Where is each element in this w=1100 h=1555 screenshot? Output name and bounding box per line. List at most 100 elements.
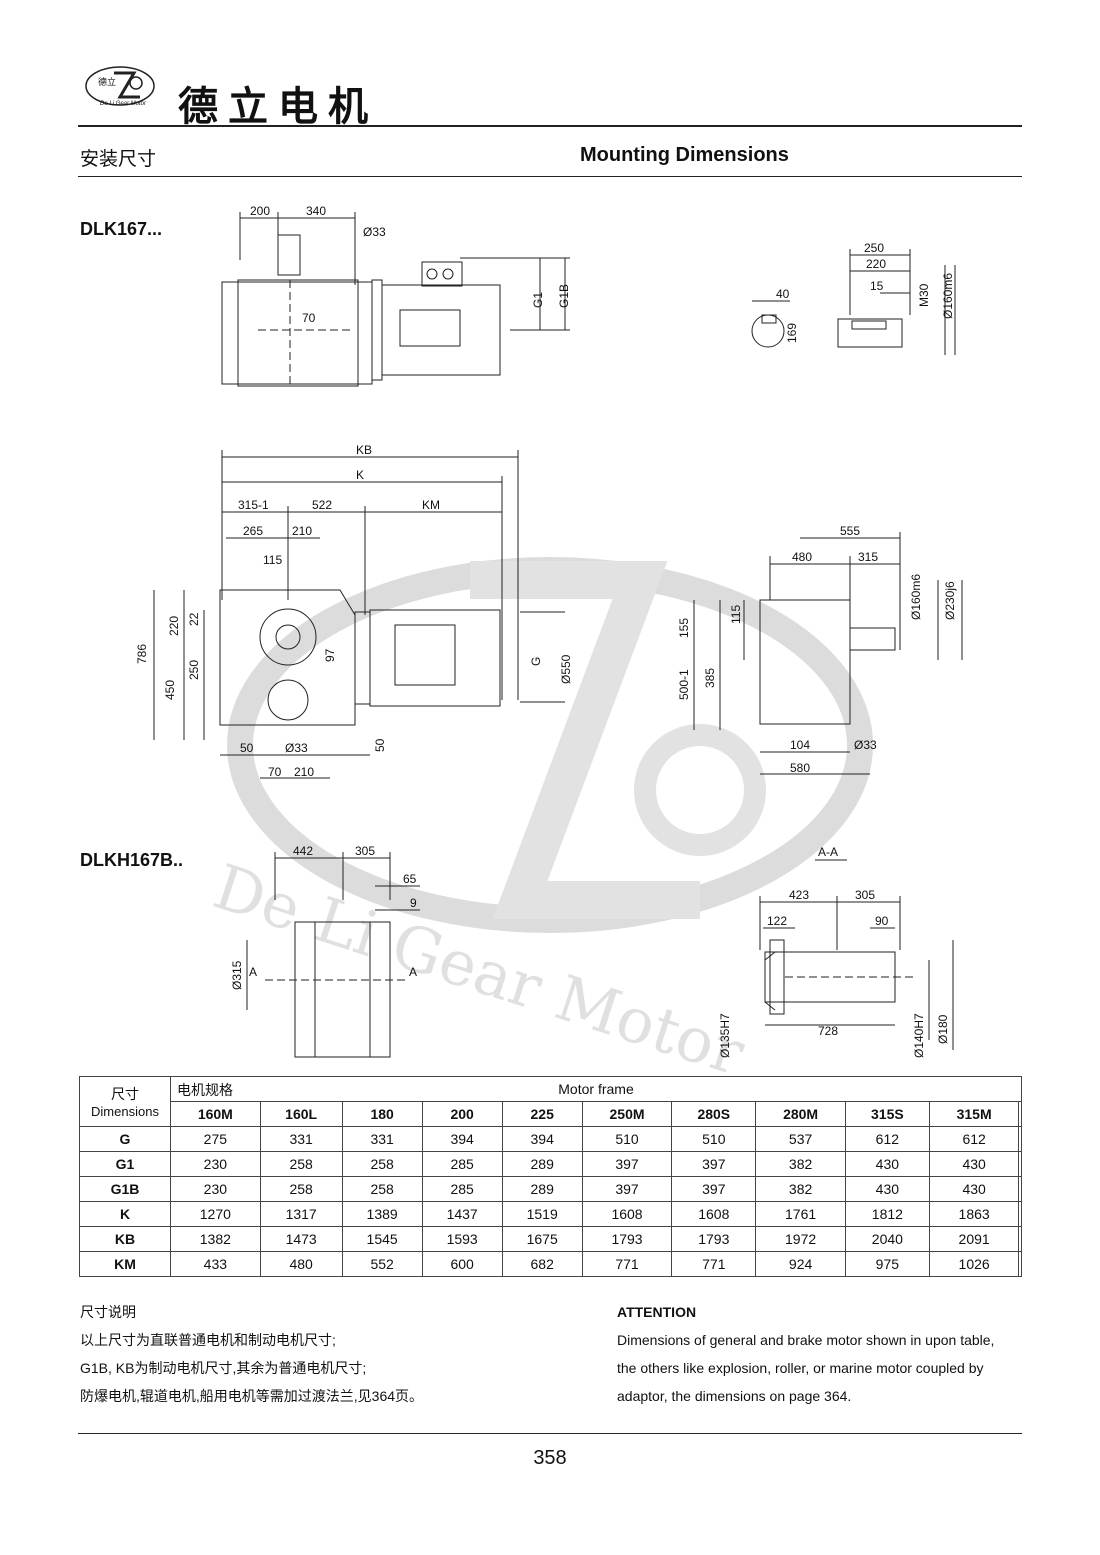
dim-label: 70 [302,311,316,325]
table-column-header: 160L [259,1101,343,1127]
table-cell: 394 [421,1126,503,1152]
table-cell: 552 [341,1251,423,1277]
logo-chars: 德立 [98,76,116,87]
table-cell: 2040 [844,1226,930,1252]
drawing-shaft-detail: 250 220 15 40 169 M30 Ø160m6 [740,235,975,365]
group-label-en: Motor frame [558,1081,634,1097]
dim-label: M30 [917,283,931,307]
dim-label: 90 [875,914,889,928]
table-cell: 258 [259,1176,343,1202]
table-cell: 397 [671,1151,757,1177]
dim-label: 115 [729,605,743,624]
dim-label: 169 [785,323,799,343]
section-title-en: Mounting Dimensions [580,144,789,166]
dim-label: 15 [870,279,884,293]
table-cell: 510 [671,1126,757,1152]
dim-label: G1B [557,284,571,308]
table-cell: 230 [170,1151,261,1177]
dim-label: 305 [355,844,375,858]
notes-cn-line: 以上尺寸为直联普通电机和制动电机尺寸; [80,1332,336,1348]
table-cell: 1545 [341,1226,423,1252]
dim-label: 9 [410,896,417,910]
table-cell: 397 [671,1176,757,1202]
notes-en-line: adaptor, the dimensions on page 364. [617,1388,852,1404]
table-cell: 258 [259,1151,343,1177]
table-cell: 1793 [581,1226,673,1252]
model-label-top: DLK167... [80,219,163,239]
notes-en: ATTENTION Dimensions of general and brak… [617,1298,1027,1410]
table-row-header: G1B [79,1176,171,1202]
table-cell: 771 [671,1251,757,1277]
notes-cn-line: 防爆电机,辊道电机,船用电机等需加过渡法兰,见364页。 [80,1388,424,1404]
dim-label: Ø33 [854,738,877,752]
dim-label: 522 [312,498,332,512]
notes-en-line: the others like explosion, roller, or ma… [617,1360,984,1376]
table-cell: 430 [928,1151,1020,1177]
table-cell: 1473 [259,1226,343,1252]
table-cell: 1675 [501,1226,583,1252]
table-row-header: G [79,1126,171,1152]
dim-label: Ø550 [559,654,573,684]
table-cell: 1270 [170,1201,261,1227]
dim-label: Ø230j6 [943,581,957,620]
dim-label: 250 [864,241,884,255]
dim-label: 210 [294,765,314,779]
dim-label: 315-1 [238,498,269,512]
notes-cn-line: G1B, KB为制动电机尺寸,其余为普通电机尺寸; [80,1360,367,1376]
table-cell: 285 [421,1151,503,1177]
table-cell: 1317 [259,1201,343,1227]
table-cell: 397 [581,1176,673,1202]
notes-en-line: Dimensions of general and brake motor sh… [617,1332,995,1348]
table-cell: 1437 [421,1201,503,1227]
table-cell: 430 [844,1151,930,1177]
dim-label: Ø315 [230,960,244,990]
dim-label: 250 [187,660,201,680]
footer-rule [78,1433,1022,1434]
table-column-header: 250M [581,1101,673,1127]
dim-label: 50 [373,738,387,752]
drawing-side-view: 555 480 315 Ø160m6 Ø230j6 155 115 500-1 … [670,520,970,785]
page-number: 358 [533,1447,567,1469]
table-cell: 771 [581,1251,673,1277]
table-column-header: 315M [928,1101,1020,1127]
table-cell: 2091 [928,1226,1020,1252]
model-label-bottom: DLKH167B.. [80,850,184,870]
dim-label: 315 [858,550,878,564]
dim-label: 97 [323,648,337,662]
table-cell: 1793 [671,1226,757,1252]
table-cell: 275 [170,1126,261,1152]
dim-label: 480 [792,550,812,564]
brand-logo: 德立 De Li Gear Motor [84,65,156,107]
table-cell: 612 [844,1126,930,1152]
dim-label: 580 [790,761,810,775]
table-cell: 394 [501,1126,583,1152]
table-cell [1018,1126,1022,1152]
table-cell: 433 [170,1251,261,1277]
dim-label: 265 [243,524,263,538]
table-cell: 510 [581,1126,673,1152]
table-cell: 258 [341,1176,423,1202]
dim-label: Ø160m6 [941,273,955,319]
motor-frame-group-cell: 电机规格 Motor frame [170,1076,1022,1102]
table-cell: 537 [755,1126,846,1152]
dim-label: 220 [167,616,181,636]
dim-label: Ø180 [936,1014,950,1044]
dim-label: 305 [855,888,875,902]
table-cell: 1761 [755,1201,846,1227]
dim-label: 728 [818,1024,838,1038]
table-cell: 1608 [671,1201,757,1227]
table-cell [1018,1201,1022,1227]
dim-label: 50 [240,741,254,755]
table-column-header: 200 [421,1101,503,1127]
dim-label: Ø160m6 [909,574,923,620]
dim-label: KM [422,498,440,512]
dim-label: 442 [293,844,313,858]
section-marker: A [249,965,257,979]
table-row-header: KB [79,1226,171,1252]
dim-label: 340 [306,204,326,218]
drawing-section-aa: A-A 423 305 122 90 Ø135H7 728 Ø140H7 Ø18… [715,840,965,1065]
table-cell: 600 [421,1251,503,1277]
